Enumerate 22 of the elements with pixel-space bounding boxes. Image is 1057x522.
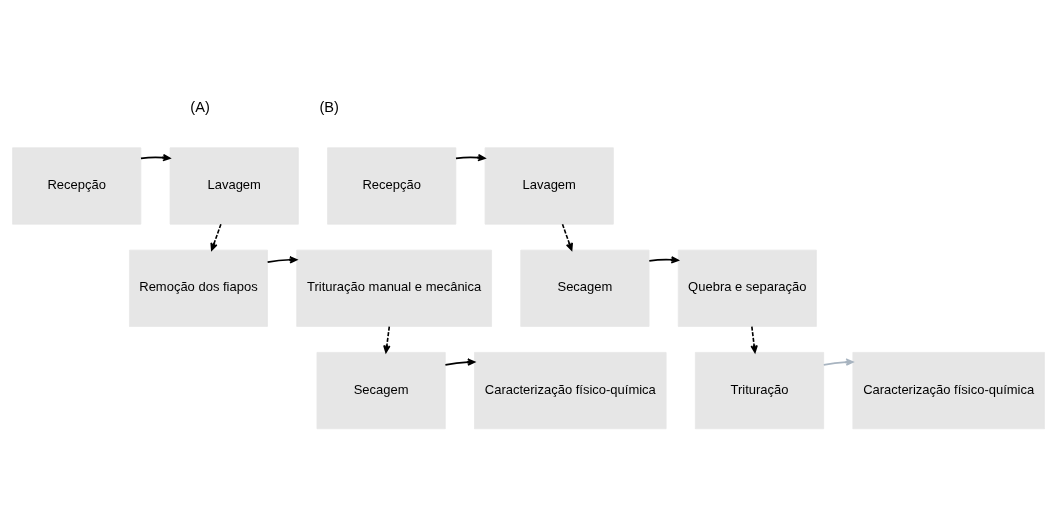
node-box: Caracterização físico-química [852,351,1045,429]
node-box: Secagem [316,351,446,429]
arrow [455,153,486,161]
node-box: Lavagem [484,146,614,225]
node-box: Caracterização físico-química [474,351,667,429]
arrow [648,255,679,264]
node-box: Recepção [327,146,457,225]
label: (A) [190,98,210,115]
arrow [266,255,298,263]
node-box: Remoção dos fiapos [129,249,268,327]
node-box: Trituração manual e mecânica [296,249,492,327]
node-box: Quebra e separação [677,249,817,327]
arrow [140,153,171,161]
node-box: Lavagem [169,146,299,225]
arrow [383,325,391,353]
arrow [561,223,573,251]
arrow [444,357,476,366]
node-box: Trituração [694,351,825,429]
arrow [750,325,758,353]
label: (B) [319,98,339,115]
node-box: Recepção [12,146,142,225]
node-box: Secagem [520,249,650,327]
